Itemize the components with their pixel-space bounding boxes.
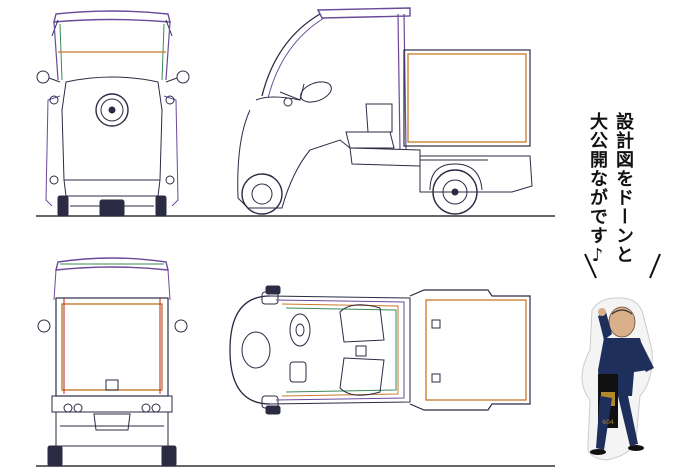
caption-line-2: 大公開ながです♪ xyxy=(587,112,608,267)
rear-view xyxy=(37,257,188,467)
man-illustration xyxy=(581,297,654,461)
emphasis-mark-right xyxy=(649,253,661,279)
caption-line-1: 設計図をドーンと xyxy=(613,112,634,264)
side-view xyxy=(237,7,533,215)
top-view xyxy=(229,285,531,415)
front-view xyxy=(36,10,190,217)
caption: 設計図をドーンと 大公開ながです♪ xyxy=(578,112,634,282)
emphasis-mark-left xyxy=(584,253,597,279)
